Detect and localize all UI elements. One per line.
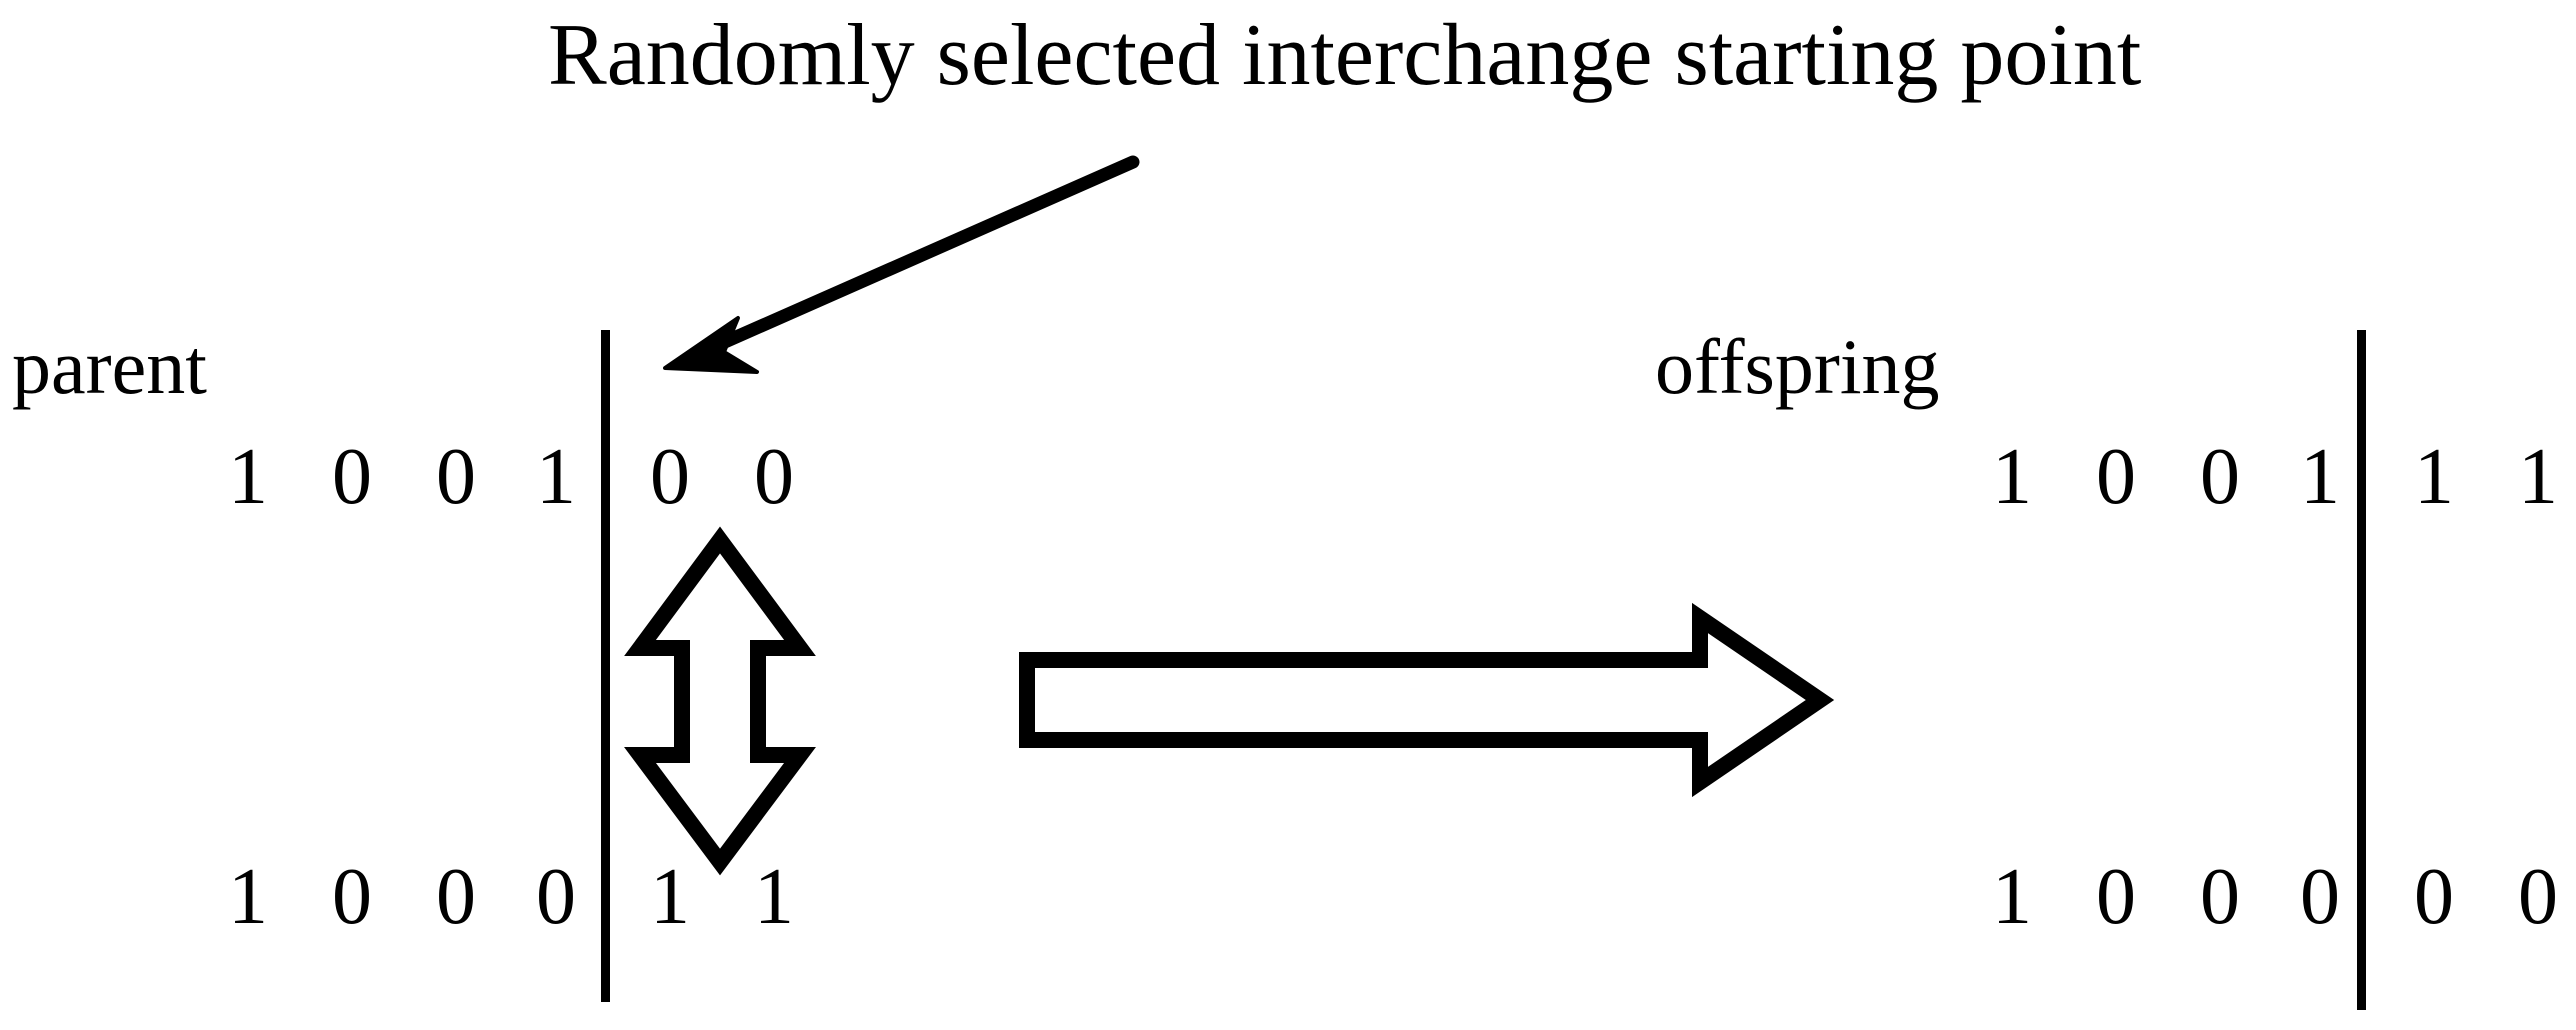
bit-cell: 1 [1992, 433, 2032, 521]
parent-row-2-right-segment: 1 1 [618, 852, 826, 942]
bit-cell: 0 [650, 433, 690, 521]
bit-cell: 1 [228, 433, 268, 521]
bit-cell: 1 [650, 853, 690, 941]
parent-chromosome-row-1: 1 0 0 1 0 0 [196, 432, 826, 522]
diagonal-pointer-arrow-icon [663, 155, 1140, 374]
bit-cell: 1 [228, 853, 268, 941]
offspring-chromosome-row-2: 1 0 0 0 0 0 [1960, 852, 2576, 942]
parent-group-label: parent [12, 323, 207, 410]
bit-cell: 1 [2518, 433, 2558, 521]
bit-cell: 0 [436, 433, 476, 521]
bit-cell: 1 [1992, 853, 2032, 941]
offspring-chromosome-row-1: 1 0 0 1 1 1 [1960, 432, 2576, 522]
bit-cell: 1 [2300, 433, 2340, 521]
parent-row-2-left-segment: 1 0 0 0 [196, 852, 604, 942]
bit-cell: 0 [436, 853, 476, 941]
bit-cell: 0 [536, 853, 576, 941]
offspring-crossover-divider-icon [2357, 330, 2366, 1010]
bit-cell: 0 [2200, 433, 2240, 521]
bit-cell: 0 [2518, 853, 2558, 941]
parent-row-1-right-segment: 0 0 [618, 432, 826, 522]
bit-cell: 0 [332, 433, 372, 521]
offspring-row-2-left-segment: 1 0 0 0 [1960, 852, 2368, 942]
bit-cell: 0 [2300, 853, 2340, 941]
offspring-row-1-left-segment: 1 0 0 1 [1960, 432, 2368, 522]
parent-chromosome-row-2: 1 0 0 0 1 1 [196, 852, 826, 942]
bit-cell: 0 [332, 853, 372, 941]
parent-row-1-left-segment: 1 0 0 1 [196, 432, 604, 522]
offspring-row-1-right-segment: 1 1 [2382, 432, 2576, 522]
bit-cell: 1 [2414, 433, 2454, 521]
offspring-group-label: offspring [1655, 323, 1940, 410]
bit-cell: 1 [754, 853, 794, 941]
bit-cell: 0 [2200, 853, 2240, 941]
bit-cell: 1 [536, 433, 576, 521]
vertical-double-headed-arrow-icon [624, 526, 816, 876]
bit-cell: 0 [754, 433, 794, 521]
horizontal-block-arrow-icon [1019, 602, 1835, 798]
bit-cell: 0 [2096, 853, 2136, 941]
offspring-row-2-right-segment: 0 0 [2382, 852, 2576, 942]
bit-cell: 0 [2414, 853, 2454, 941]
parent-crossover-divider-icon [601, 330, 610, 1002]
bit-cell: 0 [2096, 433, 2136, 521]
annotation-label: Randomly selected interchange starting p… [548, 7, 2142, 104]
